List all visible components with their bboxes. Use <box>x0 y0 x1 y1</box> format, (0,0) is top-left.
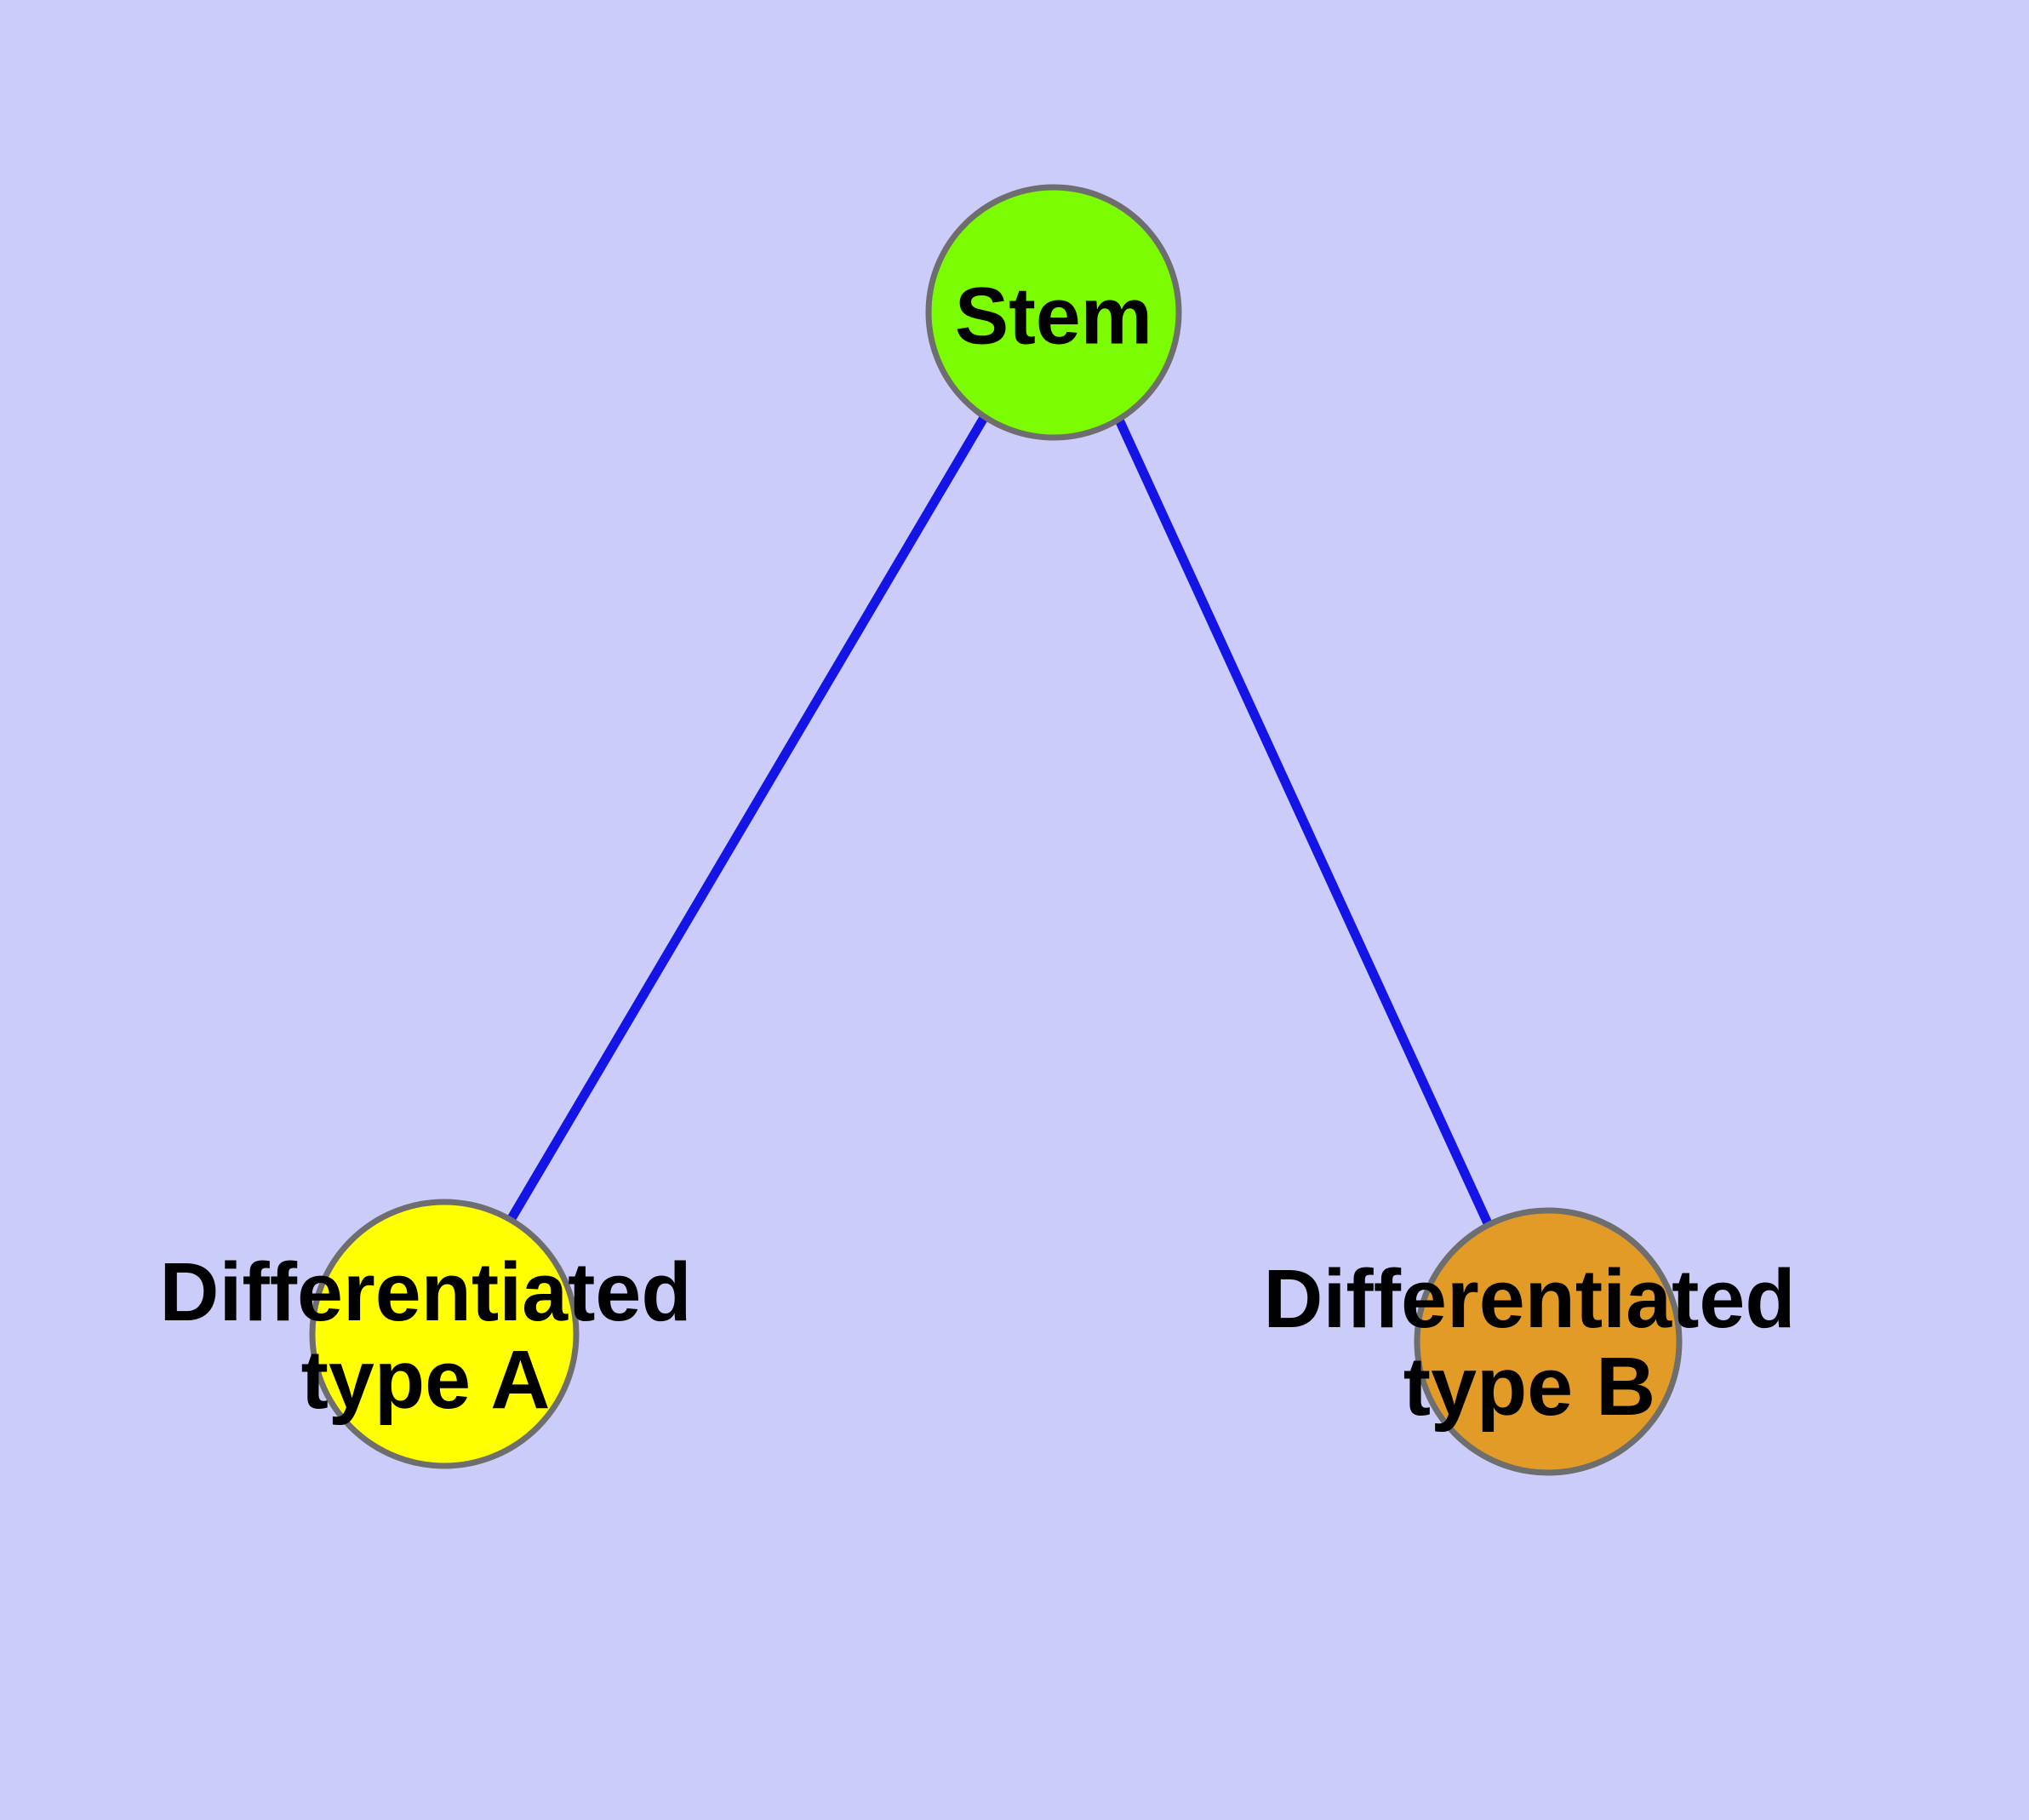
nodes-group <box>309 184 1683 1476</box>
graph-edge-stem-to-diff-a[interactable] <box>506 414 989 1222</box>
graph-node-diff-b[interactable] <box>1414 1207 1683 1476</box>
edges-group <box>506 414 1492 1226</box>
graph-edge-stem-to-diff-b[interactable] <box>1114 415 1492 1226</box>
graph-node-stem[interactable] <box>925 184 1182 441</box>
graph-node-diff-a[interactable] <box>309 1199 580 1469</box>
